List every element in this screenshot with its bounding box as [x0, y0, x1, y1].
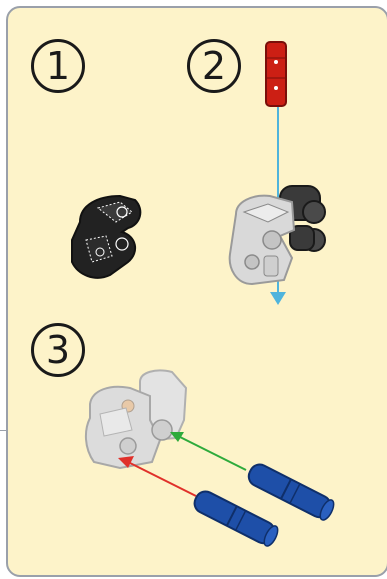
instruction-panel	[6, 6, 387, 577]
black-connector-icon	[71, 194, 142, 279]
blue-pin-icon	[247, 463, 335, 521]
edge-line	[0, 430, 8, 431]
cyan-guide-arrow	[270, 292, 286, 305]
step-number-1: 1	[31, 39, 85, 93]
red-guide-arrow	[118, 456, 134, 468]
step-number-3: 3	[31, 323, 85, 377]
green-guide-arrow	[170, 432, 184, 442]
blue-pin-icon	[193, 490, 279, 547]
gray-connector-icon	[228, 194, 296, 286]
step-number-2: 2	[187, 39, 241, 93]
red-axle-icon	[265, 41, 287, 107]
gray-assembly-icon	[84, 369, 188, 470]
red-guide-line	[127, 461, 197, 497]
green-guide-line	[177, 435, 247, 471]
